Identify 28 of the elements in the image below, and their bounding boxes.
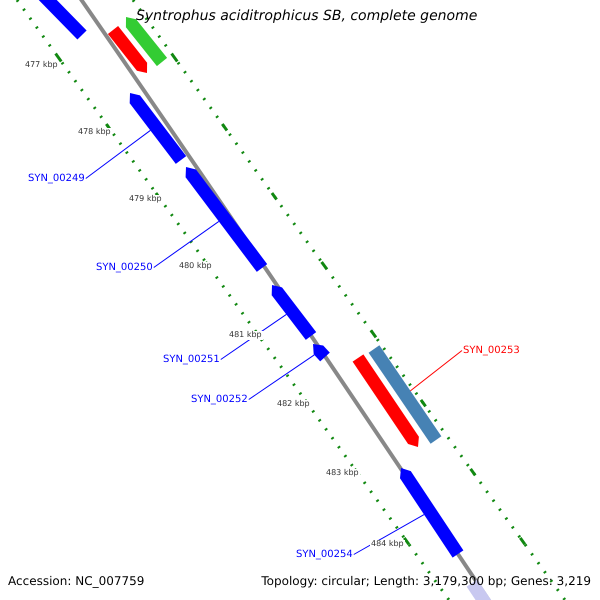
scale-label: 478 kbp bbox=[77, 128, 112, 137]
gene-label: SYN_00252 bbox=[191, 394, 248, 405]
leader-line bbox=[248, 354, 315, 400]
leader-line bbox=[353, 514, 425, 555]
scale-label: 481 kbp bbox=[228, 331, 263, 340]
scale-label: 484 kbp bbox=[370, 540, 405, 549]
scale-label: 480 kbp bbox=[178, 262, 213, 271]
gene-feature bbox=[352, 354, 419, 447]
gene-label: SYN_00249 bbox=[28, 173, 85, 184]
genome-summary-note: Topology: circular; Length: 3,179,300 bp; Genes: 3,219 bbox=[261, 575, 591, 588]
gene-feature bbox=[368, 345, 442, 444]
genome-title: Syntrophus aciditrophicus SB, complete genome bbox=[136, 9, 478, 24]
scale-label: 479 kbp bbox=[128, 195, 163, 204]
gene-feature bbox=[272, 285, 316, 340]
gene-feature bbox=[108, 26, 148, 73]
leader-line bbox=[410, 350, 462, 392]
scale-label: 477 kbp bbox=[24, 61, 59, 70]
gene-feature bbox=[130, 93, 186, 164]
gene-label: SYN_00254 bbox=[296, 549, 353, 560]
gene-feature bbox=[313, 344, 330, 362]
leader-line bbox=[85, 130, 151, 179]
scale-label: 483 kbp bbox=[325, 469, 360, 478]
scale-label: 482 kbp bbox=[276, 400, 311, 409]
gene-label: SYN_00250 bbox=[96, 262, 153, 273]
gene-label: SYN_00251 bbox=[163, 354, 220, 365]
gene-label: SYN_00253 bbox=[463, 345, 520, 356]
accession-note: Accession: NC_007759 bbox=[8, 575, 144, 588]
leader-line bbox=[153, 220, 220, 268]
